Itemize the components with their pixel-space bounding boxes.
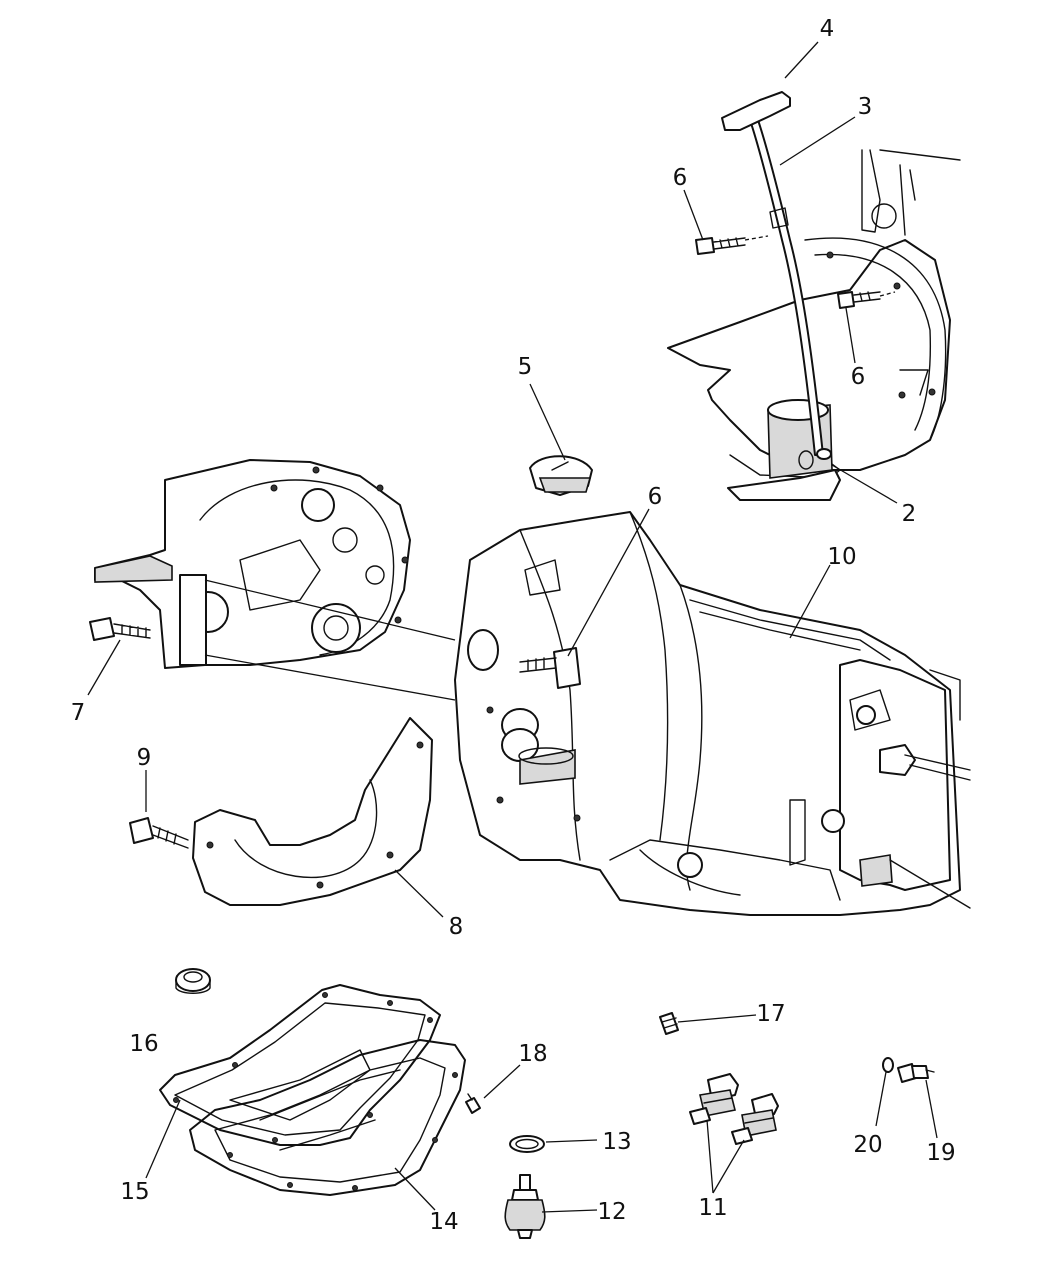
guide-line-upper [204,579,456,641]
part-14-oil-pan [189,1039,466,1196]
callout-17: 17 [756,1001,785,1027]
callout-6-main: 6 [648,484,663,510]
callout-6-inset-left: 6 [673,165,688,191]
leader-lines [87,41,938,1213]
part-11-switch-a [689,1073,739,1125]
part-13-washer [509,1135,545,1153]
bolt-6-inset-left [695,235,769,255]
callout-18: 18 [518,1041,547,1067]
callout-12: 12 [597,1199,626,1225]
dipstick-tube [721,91,832,460]
callout-6-inset-right: 6 [851,364,866,390]
callout-19: 19 [926,1140,955,1166]
part-8-dust-shield [192,717,433,906]
callout-2: 2 [902,501,917,527]
part-18-bolt [465,1093,481,1114]
callout-5: 5 [518,354,533,380]
callout-8: 8 [449,914,464,940]
callout-16: 16 [129,1031,158,1057]
callout-10: 10 [827,544,856,570]
callout-labels: 4 3 6 6 5 6 2 10 7 9 8 16 17 18 13 20 19… [71,16,956,1235]
part-16-seal [175,968,211,994]
callout-4: 4 [820,16,835,42]
part-11-switch-b [731,1093,779,1145]
guide-line-lower [204,654,456,701]
bolt-6-inset-right [837,291,896,309]
bolt-7 [89,617,151,641]
part-19-sensor [897,1063,935,1083]
callout-13: 13 [602,1129,631,1155]
callout-3: 3 [858,94,873,120]
callout-14: 14 [429,1209,458,1235]
adapter-housing [94,459,411,669]
part-5-clip [529,455,593,496]
part-20-o-ring [882,1057,894,1073]
part-12-switch [504,1174,546,1239]
callout-15: 15 [120,1179,149,1205]
bolt-9 [129,817,189,849]
part-15-pan-gasket [159,984,441,1146]
callout-20: 20 [853,1132,882,1158]
part-17-fitting [659,1012,679,1035]
callout-9: 9 [137,745,152,771]
main-transmission-case [454,511,971,916]
callout-7: 7 [71,700,86,726]
callout-11: 11 [698,1195,727,1221]
bolt-6-main [519,647,581,689]
